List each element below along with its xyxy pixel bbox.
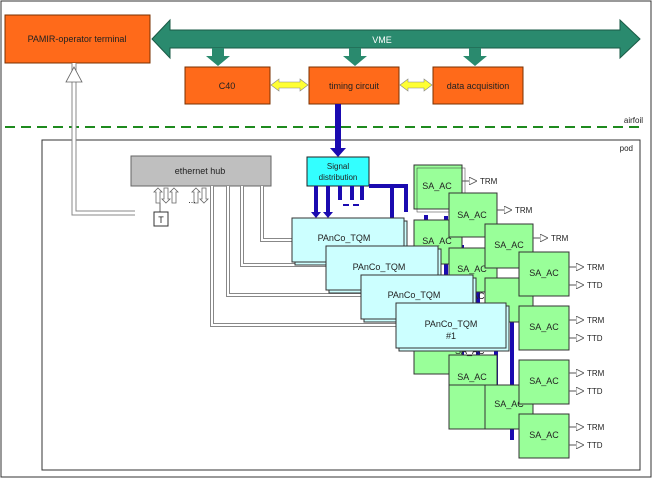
sa-ac-label-1: SA_AC: [422, 181, 452, 191]
timing-circuit-box: [308, 66, 400, 105]
c40-box: [184, 66, 271, 105]
c40-label: C40: [219, 81, 236, 91]
hub-ports: [153, 187, 209, 204]
t-box-label: T: [158, 215, 164, 225]
panco-label-2: PAnCo_TQM: [353, 262, 406, 272]
ethernet-hub-box: [130, 155, 272, 187]
panco-label-1: PAnCo_TQM: [318, 233, 371, 243]
vme-to-c40-arrow: [206, 48, 230, 66]
ttd-label-7: TTD: [587, 441, 603, 450]
data-acquisition-box: [432, 66, 524, 105]
panco-label-3: PAnCo_TQM: [388, 290, 441, 300]
sa-ac-column-2: [448, 192, 498, 430]
uplink-arrow-head: [65, 66, 83, 83]
t-box: [153, 211, 169, 227]
data-acquisition-label: data acquisition: [447, 81, 510, 91]
ttd-label-6: TTD: [587, 387, 603, 396]
vme-label: VME: [372, 35, 392, 45]
timing-to-signal-arrow: [330, 148, 346, 157]
operator-terminal-box: [4, 14, 151, 64]
timing-daq-link: [399, 78, 433, 92]
sa-ac-label-2: SA_AC: [457, 210, 487, 220]
sa-ac-label-3: SA_AC: [494, 240, 524, 250]
trm-label-4: TRM: [587, 263, 605, 272]
hub-ports-ellipsis: ...: [188, 195, 196, 205]
c40-timing-link: [270, 78, 309, 92]
ethernet-uplink-outer: [71, 63, 135, 216]
panco-label-4: PAnCo_TQM: [425, 319, 478, 329]
sa-ac-label-4c: SA_AC: [529, 376, 559, 386]
sa-ac-label-2b: SA_AC: [457, 264, 487, 274]
sa-ac-column-4: [518, 251, 570, 459]
vme-bus-arrow: [151, 18, 641, 60]
trm-ttd-arrows: [462, 181, 583, 445]
hub-to-panco-cables-inner: [211, 186, 396, 326]
trm-label-7: TRM: [587, 423, 605, 432]
panco-label-4-number: #1: [446, 331, 456, 341]
trm-label-1: TRM: [480, 177, 498, 186]
airfoil-label: airfoil: [624, 116, 643, 125]
operator-terminal-label: PAMIR-operator terminal: [28, 34, 127, 44]
pod-label: pod: [620, 144, 633, 153]
signal-output-arrows: [311, 212, 333, 218]
ethernet-uplink-inner: [72, 63, 135, 215]
ttd-label-4: TTD: [587, 281, 603, 290]
sa-ac-label-4a: SA_AC: [529, 268, 559, 278]
panco-board-4: [395, 302, 510, 352]
sa-ac-label-1b: SA_AC: [422, 236, 452, 246]
sa-ac-label-3b: SA_AC: [494, 399, 524, 409]
vme-to-daq-arrow: [463, 48, 487, 66]
trm-label-5: TRM: [587, 316, 605, 325]
timing-circuit-label: timing circuit: [329, 81, 380, 91]
signal-distribution-outputs: [314, 186, 364, 212]
trm-label-2: TRM: [515, 206, 533, 215]
sa-ac-label-2c: SA_AC: [457, 372, 487, 382]
sa-ac-label-4d: SA_AC: [529, 430, 559, 440]
trm-label-3: TRM: [551, 234, 569, 243]
ttd-label-5: TTD: [587, 334, 603, 343]
vme-to-timing-arrow: [343, 48, 367, 66]
sa-ac-label-4b: SA_AC: [529, 322, 559, 332]
trm-label-6: TRM: [587, 369, 605, 378]
ethernet-hub-label: ethernet hub: [175, 166, 226, 176]
signal-distribution-label-line1: Signal: [327, 162, 349, 171]
signal-distribution-label-line2: distribution: [319, 173, 358, 182]
